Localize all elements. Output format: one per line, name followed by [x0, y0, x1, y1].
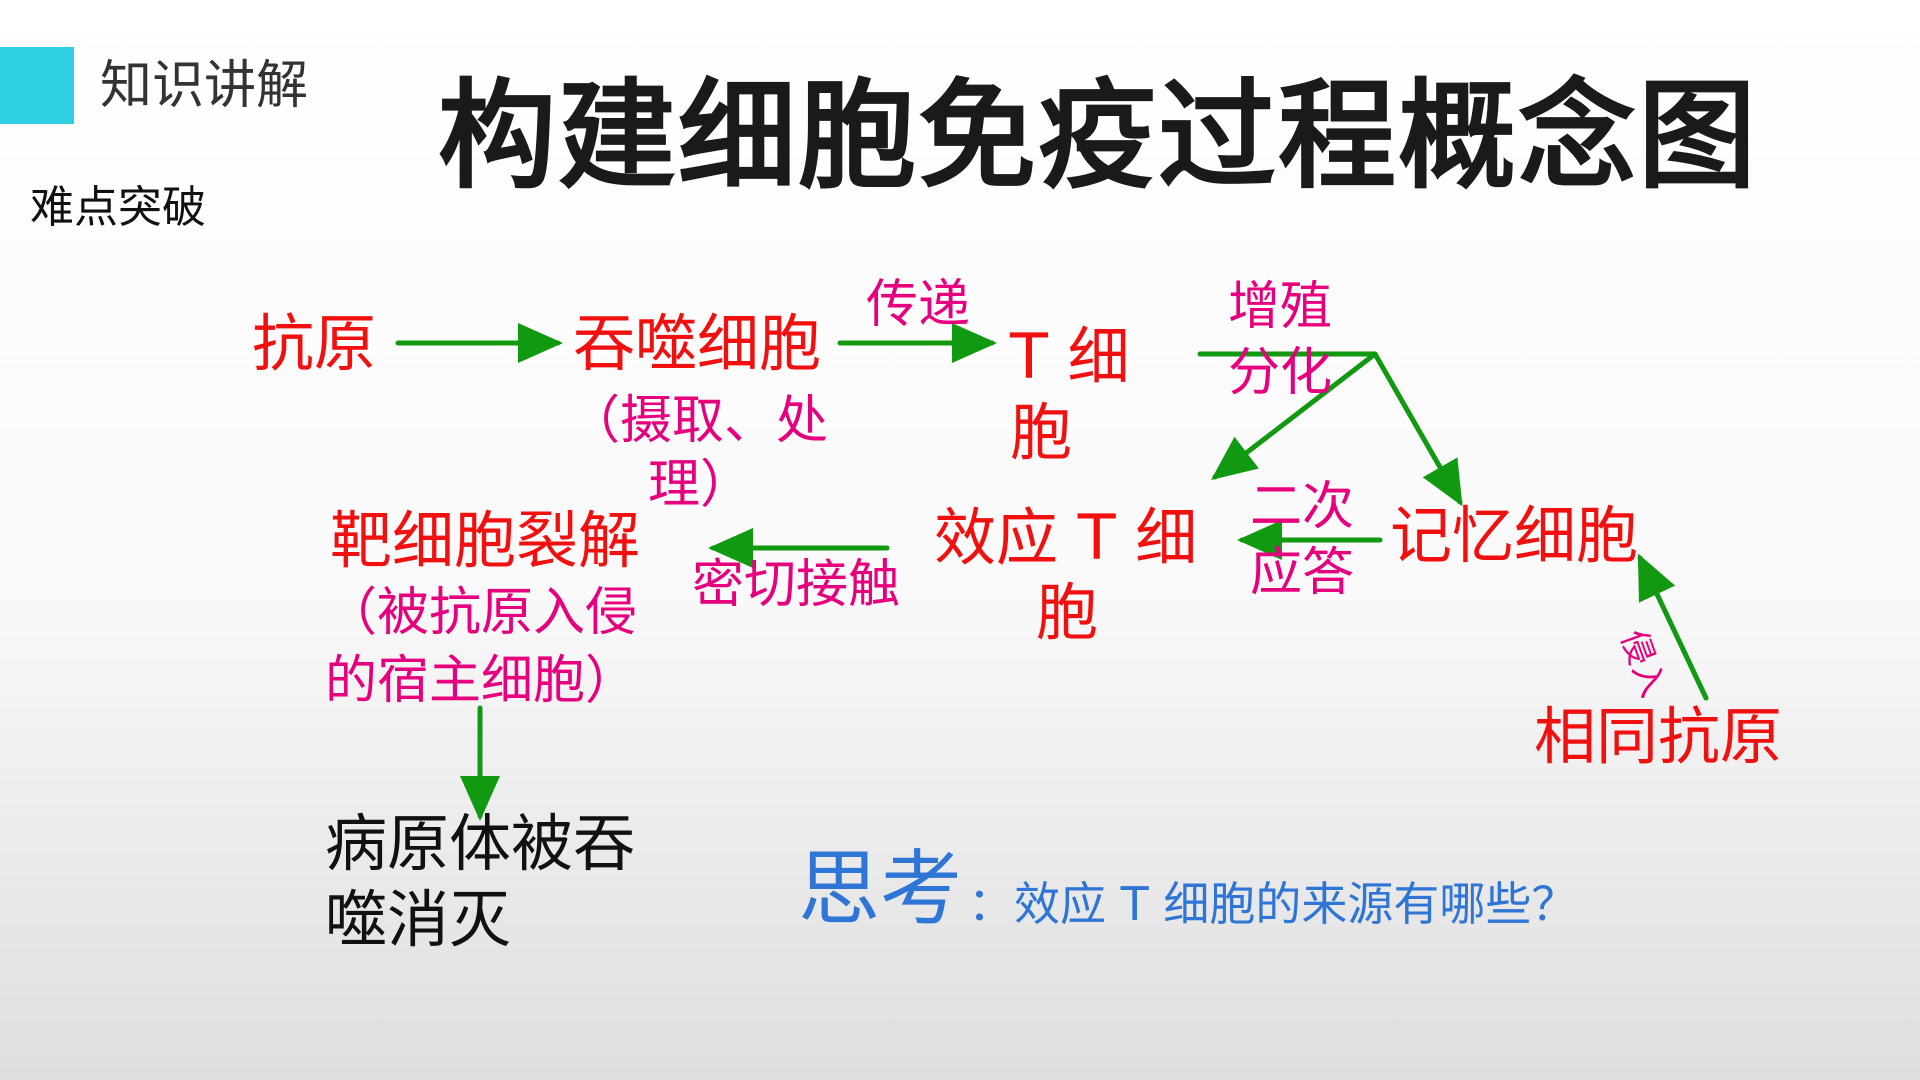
phagocyte-note-line2: 理） [648, 455, 753, 515]
label-proliferate-line2: 分化 [1228, 343, 1333, 403]
node-memory-cell: 记忆细胞 [1390, 499, 1639, 572]
target-note-line1: （被抗原入侵 [325, 583, 638, 643]
arrow-proliferation-to-memory [1372, 351, 1463, 507]
label-secondary-response-line1: 二次 [1250, 477, 1355, 537]
accent-block [0, 47, 74, 124]
page-title: 构建细胞免疫过程概念图 [438, 67, 1759, 205]
node-pathogen-line2: 噬消灭 [325, 883, 512, 956]
think-title: 思考 [798, 842, 963, 937]
node-t-cell-line1: T 细 [1010, 320, 1130, 393]
node-phagocyte: 吞噬细胞 [573, 307, 822, 380]
node-t-cell-line2: 胞 [1010, 396, 1073, 469]
node-effector-t-cell-line2: 胞 [1036, 576, 1099, 649]
node-effector-t-cell-line1: 效应 T 细 [934, 501, 1198, 574]
node-pathogen-line1: 病原体被吞 [325, 807, 636, 880]
label-secondary-response-line2: 应答 [1250, 543, 1355, 603]
sub-section-label: 难点突破 [30, 182, 206, 233]
label-transmit: 传递 [866, 275, 971, 335]
target-note-line2: 的宿主细胞） [325, 651, 638, 711]
section-label: 知识讲解 [100, 56, 309, 116]
phagocyte-note-line1: （摄取、处 [568, 391, 829, 451]
node-target-cell-lysis: 靶细胞裂解 [330, 504, 641, 577]
arrow-same-antigen-to-memory [1637, 553, 1709, 701]
arrow-proliferation-to-effector-t [1211, 351, 1378, 481]
node-same-antigen: 相同抗原 [1534, 700, 1783, 773]
node-antigen: 抗原 [252, 307, 377, 380]
label-close-contact: 密切接触 [692, 555, 901, 615]
think-question: ：效应 T 细胞的来源有哪些？ [968, 877, 1578, 931]
label-proliferate-line1: 增殖 [1228, 277, 1333, 337]
